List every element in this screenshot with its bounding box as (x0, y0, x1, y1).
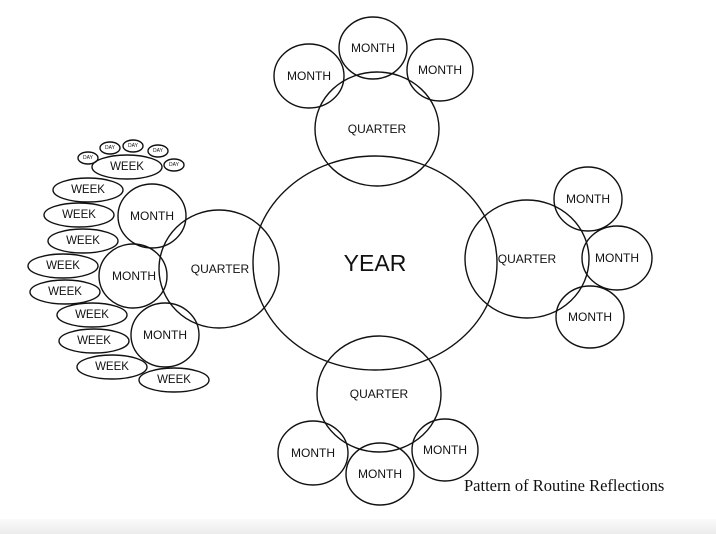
quarter-right-label: QUARTER (498, 252, 557, 266)
month-bottom-mid-circle (345, 442, 415, 506)
month-left-top-circle (117, 183, 187, 249)
window-bottom-edge (0, 519, 716, 534)
week-9-label: WEEK (95, 361, 129, 373)
quarter-bottom-circle (316, 335, 442, 453)
month-right-bottom-label: MONTH (568, 310, 612, 324)
quarter-right-circle (464, 199, 590, 319)
year-circle (252, 155, 498, 371)
month-bottom-right-label: MONTH (423, 443, 467, 457)
month-top-right-circle (406, 38, 474, 102)
week-10-label: WEEK (157, 374, 191, 386)
quarter-bottom-label: QUARTER (350, 387, 409, 401)
day-1-oval (77, 151, 99, 165)
week-9-oval (76, 354, 148, 380)
year-label: YEAR (344, 250, 407, 276)
month-top-mid-circle (338, 16, 408, 80)
week-1-oval (91, 154, 163, 180)
quarter-top-label: QUARTER (348, 122, 407, 136)
week-3-label: WEEK (62, 209, 96, 221)
day-3-oval (122, 139, 144, 153)
week-4-oval (47, 228, 119, 254)
week-7-oval (56, 302, 128, 328)
month-left-top-label: MONTH (130, 209, 174, 223)
week-10-oval (138, 367, 210, 393)
week-8-oval (58, 328, 130, 354)
day-2-label: DAY (105, 145, 116, 151)
week-5-label: WEEK (46, 260, 80, 272)
month-left-mid-circle (98, 243, 168, 309)
month-bottom-left-label: MONTH (291, 446, 335, 460)
day-5-oval (163, 158, 185, 172)
week-6-label: WEEK (48, 286, 82, 298)
day-3-label: DAY (128, 143, 139, 149)
week-6-oval (29, 279, 101, 305)
month-left-bottom-circle (130, 302, 200, 368)
week-2-label: WEEK (71, 184, 105, 196)
week-3-oval (43, 202, 115, 228)
day-4-label: DAY (153, 148, 164, 154)
week-5-oval (27, 253, 99, 279)
month-right-top-label: MONTH (566, 192, 610, 206)
month-top-left-circle (273, 43, 345, 109)
day-4-oval (147, 144, 169, 158)
month-bottom-right-circle (411, 418, 479, 482)
month-left-mid-label: MONTH (112, 269, 156, 283)
month-right-bottom-circle (555, 285, 625, 349)
month-bottom-left-circle (277, 420, 349, 486)
quarter-left-circle (158, 209, 280, 329)
month-right-mid-circle (581, 225, 653, 291)
week-7-label: WEEK (75, 309, 109, 321)
week-4-label: WEEK (66, 235, 100, 247)
month-right-top-circle (553, 166, 623, 232)
month-left-bottom-label: MONTH (143, 328, 187, 342)
week-2-oval (52, 177, 124, 203)
month-top-right-label: MONTH (418, 63, 462, 77)
day-1-label: DAY (83, 155, 94, 161)
week-8-label: WEEK (77, 335, 111, 347)
quarter-top-circle (314, 71, 440, 187)
month-right-mid-label: MONTH (595, 251, 639, 265)
quarter-left-label: QUARTER (191, 262, 250, 276)
day-2-oval (99, 141, 121, 155)
diagram-caption: Pattern of Routine Reflections (464, 476, 665, 495)
week-1-label: WEEK (110, 161, 144, 173)
month-bottom-mid-label: MONTH (358, 467, 402, 481)
month-top-mid-label: MONTH (351, 41, 395, 55)
month-top-left-label: MONTH (287, 69, 331, 83)
day-5-label: DAY (169, 162, 180, 168)
